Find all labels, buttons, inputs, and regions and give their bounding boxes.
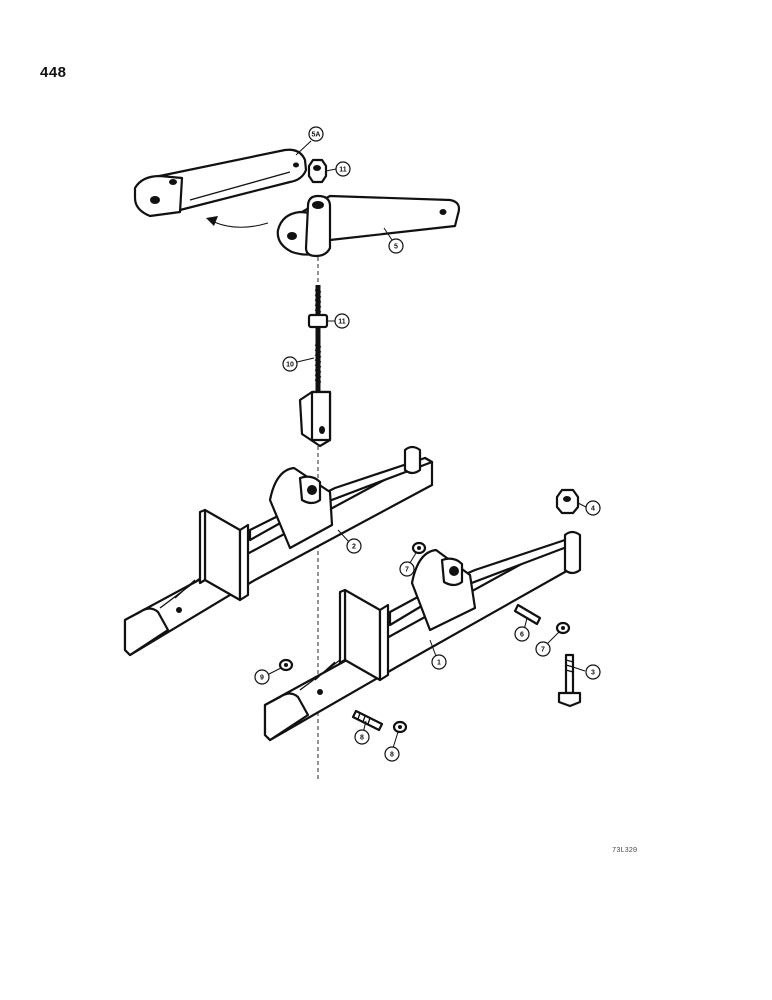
lift-arm-5a bbox=[133, 148, 308, 218]
washer-9 bbox=[278, 658, 294, 672]
callout-10: 10 bbox=[282, 356, 298, 372]
callout-9: 9 bbox=[254, 669, 270, 685]
svg-text:10: 10 bbox=[286, 362, 294, 369]
washer-7a bbox=[411, 541, 427, 555]
washer-8b bbox=[392, 720, 408, 734]
svg-text:3: 3 bbox=[591, 670, 595, 677]
nut-4 bbox=[555, 488, 580, 515]
page-number: 448 bbox=[40, 64, 67, 81]
svg-text:5: 5 bbox=[394, 244, 398, 251]
callout-3: 3 bbox=[585, 664, 601, 680]
svg-text:11: 11 bbox=[339, 167, 347, 174]
callout-8-lower: 8 bbox=[384, 746, 400, 762]
figure-code: 73L320 bbox=[612, 847, 638, 855]
callout-7-upper: 7 bbox=[399, 561, 415, 577]
svg-text:8: 8 bbox=[390, 752, 394, 759]
callout-8: 8 bbox=[354, 729, 370, 745]
leader-lines bbox=[268, 140, 587, 749]
adjusting-rod-10 bbox=[298, 285, 332, 448]
svg-text:11: 11 bbox=[338, 319, 346, 326]
svg-text:5A: 5A bbox=[312, 132, 321, 139]
callout-5: 5 bbox=[388, 238, 404, 254]
callout-11: 11 bbox=[334, 313, 350, 329]
svg-text:9: 9 bbox=[260, 675, 264, 682]
pin-6 bbox=[513, 603, 542, 626]
drawbar-frame-1 bbox=[263, 530, 582, 742]
callout-4: 4 bbox=[585, 500, 601, 516]
callout-2: 2 bbox=[346, 538, 362, 554]
svg-text:7: 7 bbox=[541, 647, 545, 654]
callout-1: 1 bbox=[431, 654, 447, 670]
svg-text:8: 8 bbox=[360, 735, 364, 742]
svg-text:4: 4 bbox=[591, 506, 595, 513]
svg-text:1: 1 bbox=[437, 660, 441, 667]
pin-8 bbox=[351, 709, 384, 732]
lift-arm-5 bbox=[276, 194, 461, 258]
callout-6: 6 bbox=[514, 626, 530, 642]
nut-11-top bbox=[307, 158, 328, 184]
svg-text:2: 2 bbox=[352, 544, 356, 551]
callout-5a: 5A bbox=[308, 126, 324, 142]
callout-11-top: 11 bbox=[335, 161, 351, 177]
svg-text:7: 7 bbox=[405, 567, 409, 574]
arrowhead bbox=[206, 216, 218, 226]
bolt-3 bbox=[557, 653, 582, 708]
washer-7b bbox=[555, 621, 571, 635]
direction-arrow bbox=[213, 221, 269, 228]
callout-7-lower: 7 bbox=[535, 641, 551, 657]
svg-text:6: 6 bbox=[520, 632, 524, 639]
drawbar-frame-2 bbox=[123, 445, 434, 657]
